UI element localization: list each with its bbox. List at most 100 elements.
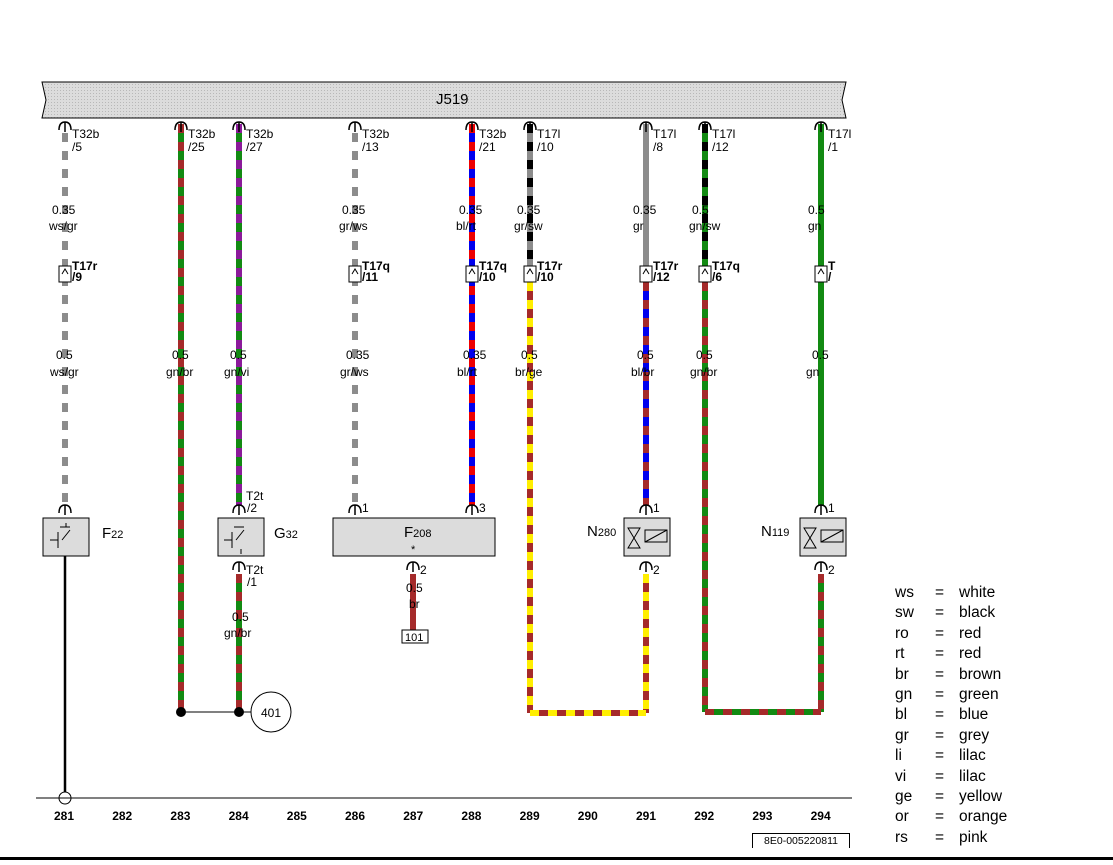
g32-conn-top: T2t [246, 489, 264, 503]
splice-dot [234, 707, 244, 717]
legend-color-name: grey [959, 726, 990, 744]
legend-eq: = [935, 584, 945, 601]
track-number: 288 [461, 809, 481, 823]
legend-row: li=lilac [895, 746, 1007, 766]
wire-color-mid: br/ge [515, 365, 543, 379]
legend-row: br=brown [895, 665, 1007, 685]
legend-row: rt=red [895, 644, 1007, 664]
wire-size-mid: 0.5 [521, 348, 538, 362]
legend-color-name: blue [959, 706, 989, 724]
header-connector-sub: /10 [537, 140, 554, 154]
track-number: 286 [345, 809, 365, 823]
control-unit-bar [41, 81, 847, 119]
legend-color-name: green [959, 685, 999, 703]
mid-connector-sub: /9 [72, 270, 82, 284]
component-f22: F22 [42, 517, 123, 557]
wire-color-mid: gn/br [690, 365, 717, 379]
f208-wire-size: 0.5 [406, 581, 423, 595]
mid-connector-pin: T [828, 259, 836, 273]
legend-eq: = [935, 767, 945, 785]
legend-color-name: yellow [959, 787, 1003, 805]
header-connector-sub: /8 [653, 140, 663, 154]
track-number: 290 [578, 809, 598, 823]
mid-connector-3 [523, 265, 537, 283]
wire-color-mid: gn [806, 365, 819, 379]
track-number: 282 [112, 809, 132, 823]
track-number: 285 [287, 809, 307, 823]
header-connector-pin: T17l [537, 127, 560, 141]
track-number: 284 [229, 809, 249, 823]
legend-eq: = [935, 706, 945, 724]
mid-connector-sub: / [828, 270, 832, 284]
legend-abbr: ro [895, 624, 909, 642]
mid-connector-5 [698, 265, 712, 283]
legend-color-name: brown [959, 665, 1002, 683]
wire-color-top: gr/sw [514, 219, 543, 233]
f208-pin-left: 1 [362, 501, 369, 515]
legend-color-name: red [959, 624, 982, 642]
header-connector-sub: /27 [246, 140, 263, 154]
component-g32: G32 T2t /2 T2t /1 0.5 gn/br [217, 489, 298, 640]
legend-color-name: pink [959, 828, 988, 846]
legend-abbr: or [895, 808, 909, 826]
mid-connector-sub: /10 [537, 270, 554, 284]
legend-row: bl=blue [895, 705, 1007, 725]
legend-color-name: red [959, 645, 982, 663]
mid-connector-sub: /12 [653, 270, 670, 284]
header-connector-pin: T17l [828, 127, 851, 141]
wire-color-top: gr/ws [339, 219, 368, 233]
legend-eq: = [935, 808, 945, 826]
wire-color-mid: ws/gr [49, 365, 79, 379]
header-connector-sub: /25 [188, 140, 205, 154]
legend-eq: = [935, 787, 945, 805]
track-number: 293 [752, 809, 772, 823]
legend-row: gn=green [895, 685, 1007, 705]
g32-wire-color: gn/br [224, 626, 251, 640]
legend-row: ws=white [895, 583, 1007, 603]
legend-eq: = [935, 828, 945, 846]
g32-conn-bot-pin: /1 [247, 575, 257, 589]
mid-connector-pin: T17q [479, 259, 507, 273]
g32-conn-top-pin: /2 [247, 501, 257, 515]
mid-connector-4 [639, 265, 653, 283]
header-connector-pin: T32b [246, 127, 274, 141]
mid-connector-2 [465, 265, 479, 283]
wire-group [58, 124, 824, 805]
mid-connector-pin: T17r [653, 259, 679, 273]
g32-conn-bot: T2t [246, 563, 264, 577]
ground-label: 101 [405, 632, 423, 644]
legend-color-name: white [959, 584, 996, 601]
header-connector-sub: /21 [479, 140, 496, 154]
mid-connector-pin: T17r [72, 259, 98, 273]
header-connector-pin: T17l [653, 127, 676, 141]
wire-color-mid: gr/ws [340, 365, 369, 379]
f208-wire-color: br [409, 597, 420, 611]
connector-group [58, 121, 828, 572]
wire-color-top: gn/sw [689, 219, 721, 233]
n119-pin-top: 1 [828, 501, 835, 515]
legend-color-name: lilac [959, 767, 986, 785]
mid-connector-6 [814, 265, 828, 283]
legend-eq: = [935, 665, 945, 683]
legend-abbr: li [895, 747, 902, 765]
wire-color-mid: bl/rt [457, 365, 478, 379]
header-connector-sub: /12 [712, 140, 729, 154]
wire-size-mid: 0.5 [172, 348, 189, 362]
wire-size-mid: 0.5 [230, 348, 247, 362]
header-connector-pin: T32b [188, 127, 216, 141]
document-reference: 8E0-005220811 [752, 833, 850, 848]
wire-color-top: bl/rt [456, 219, 477, 233]
header-connector-pin: T32b [362, 127, 390, 141]
wire-size-top: 0.35 [517, 203, 541, 217]
legend-eq: = [935, 747, 945, 765]
track-number: 291 [636, 809, 656, 823]
header-connector-sub: /13 [362, 140, 379, 154]
mid-connector-1-arrow [351, 268, 359, 275]
wire-size-mid: 0.35 [346, 348, 370, 362]
legend-abbr: ge [895, 787, 913, 805]
mid-connector-1 [348, 265, 362, 283]
wire-color-mid: gn/vi [224, 365, 249, 379]
mid-connector-sub: /10 [479, 270, 496, 284]
